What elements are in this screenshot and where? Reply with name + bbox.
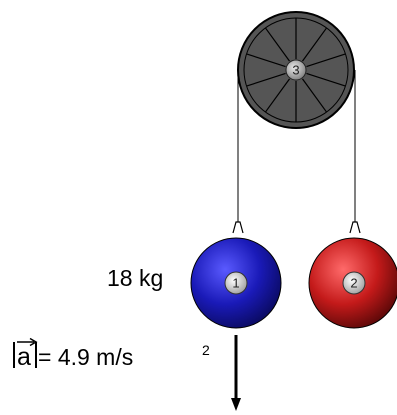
mass-1-hub — [224, 271, 248, 295]
pulley-spoke — [306, 53, 346, 68]
mass-1-number: 1 — [232, 276, 239, 291]
mass-1-label: 18 kg — [107, 265, 163, 291]
pulley-spoke — [301, 27, 328, 62]
pulley-spoke — [264, 27, 291, 62]
mass-1: 1 — [190, 237, 282, 329]
pulley-spoke — [246, 53, 286, 68]
acceleration-exponent: 2 — [202, 342, 210, 358]
pulley-hub — [285, 59, 307, 81]
mass-2: 2 — [308, 237, 397, 329]
acceleration-arrow-icon — [231, 335, 241, 411]
acceleration-value: = 4.9 m/s — [38, 344, 133, 370]
pulley-spoke — [306, 72, 346, 87]
acceleration-symbol: a — [17, 343, 31, 371]
hook-right — [349, 221, 361, 234]
pulley: 3 — [237, 11, 355, 129]
pulley-spoke — [246, 72, 286, 87]
mass-2-number: 2 — [350, 276, 357, 291]
pulley-number: 3 — [292, 63, 299, 78]
acceleration-label: a = 4.9 m/s 2 — [13, 337, 210, 371]
hook-left — [232, 221, 244, 234]
mass-2-hub — [342, 271, 366, 295]
pulley-spoke — [264, 78, 291, 113]
pulley-spokes — [246, 18, 346, 122]
pulley-spoke — [301, 78, 328, 113]
